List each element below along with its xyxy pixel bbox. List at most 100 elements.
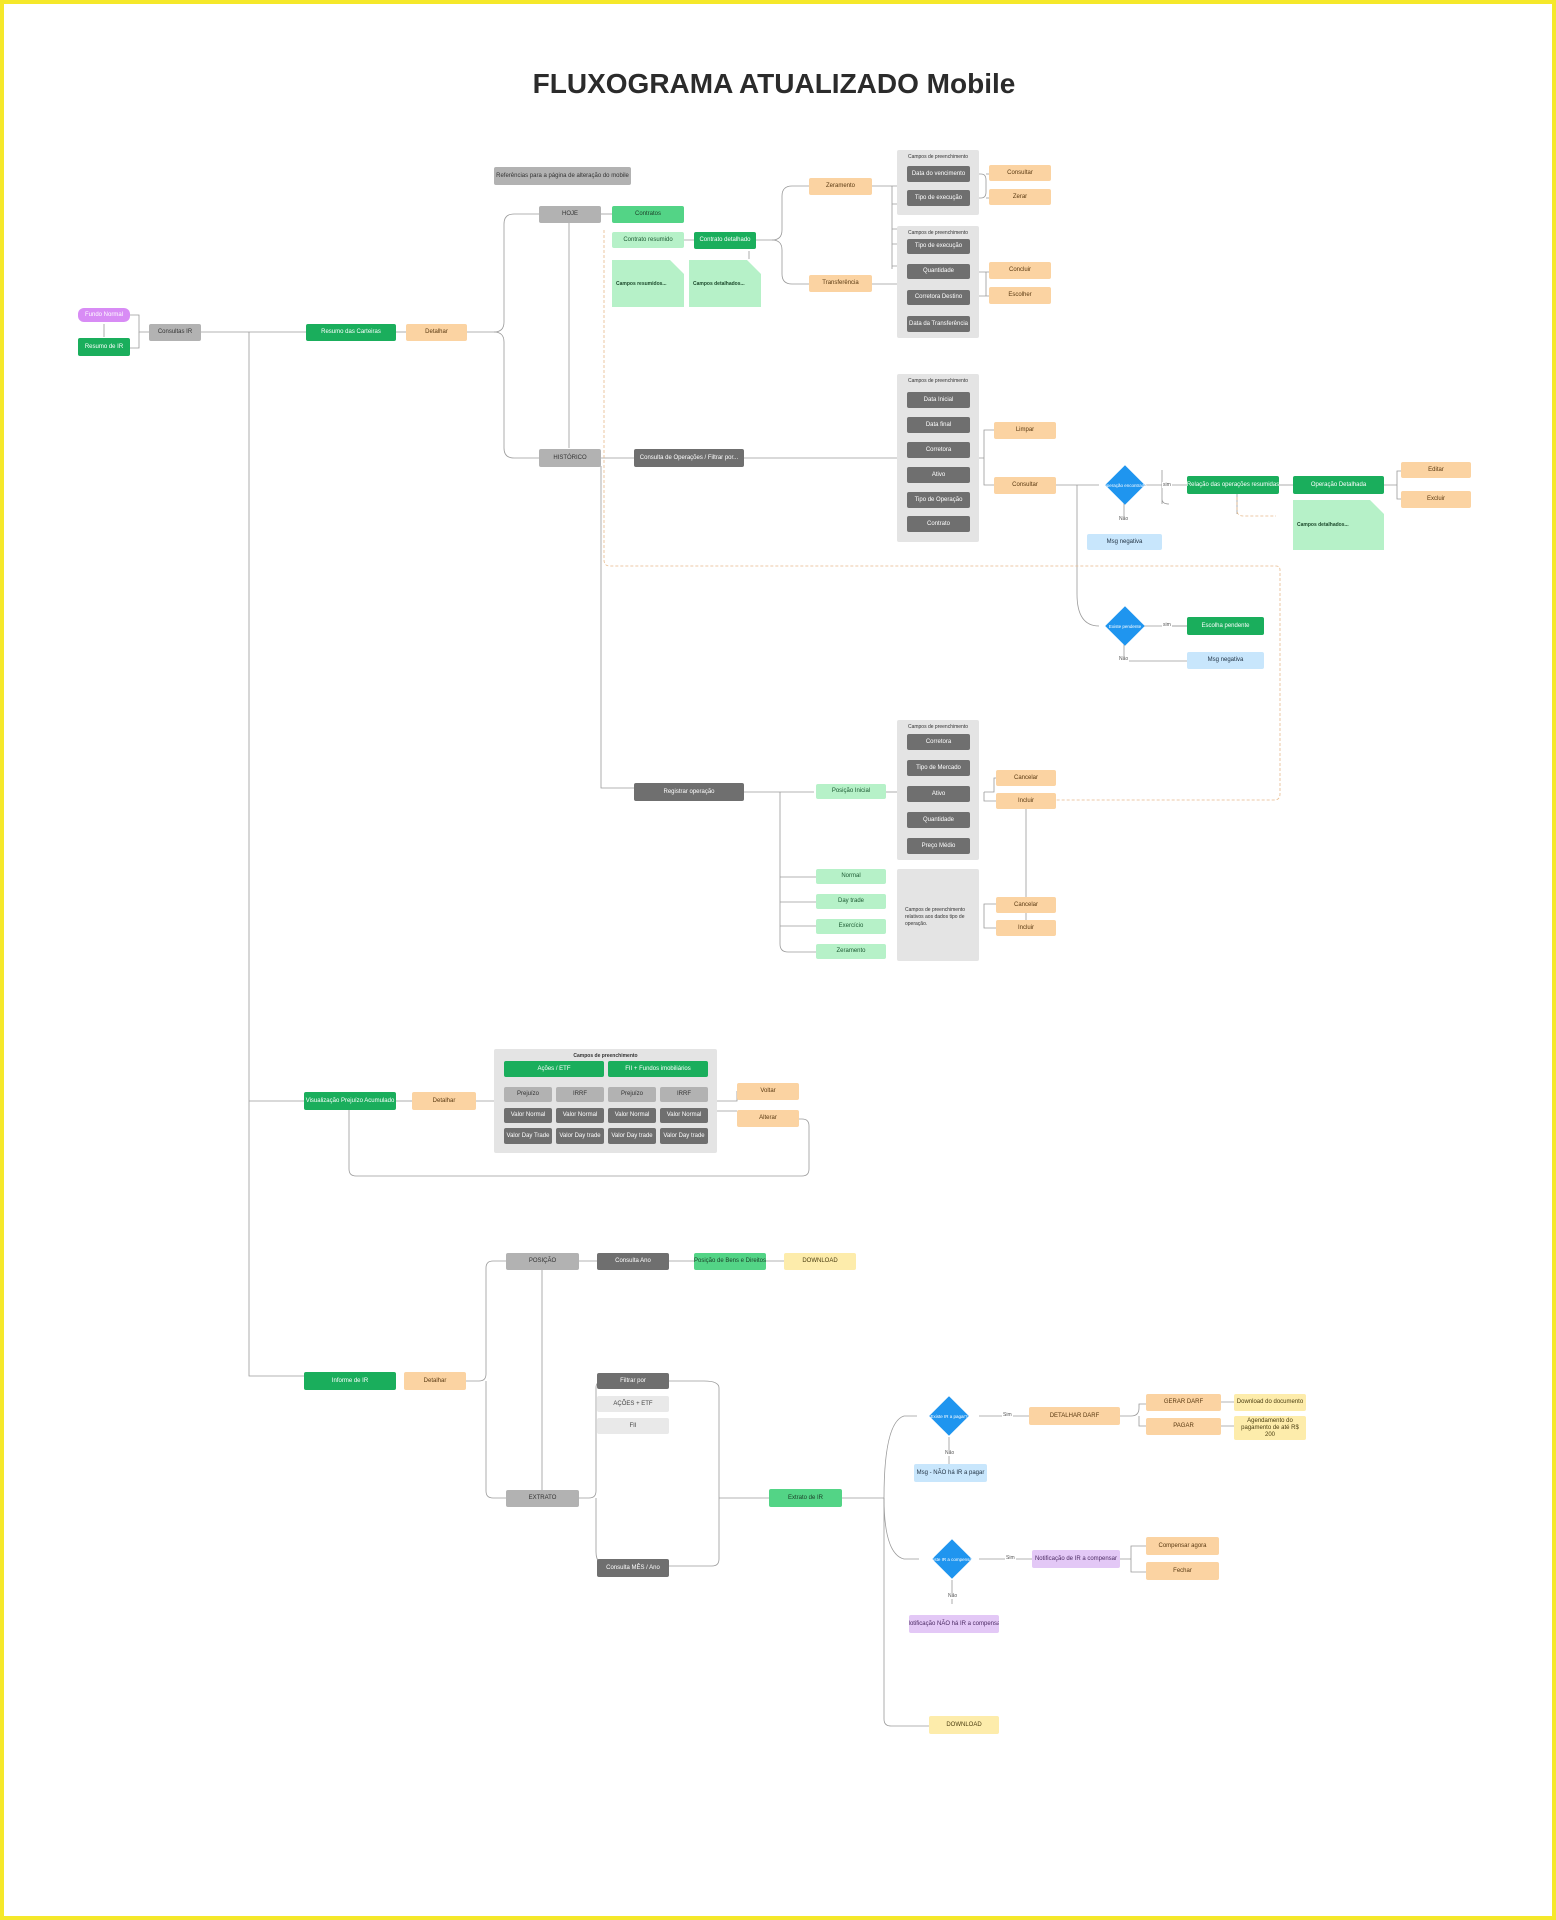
valor-normal-1[interactable]: Valor Normal: [504, 1108, 552, 1123]
edge-label-sim-2: sim: [1162, 622, 1172, 628]
tipo-mercado-field[interactable]: Tipo de Mercado: [907, 760, 970, 776]
corretora-field-2[interactable]: Corretora: [907, 734, 970, 750]
irrf-field-1[interactable]: IRRF: [556, 1087, 604, 1102]
detalhar-button-1[interactable]: Detalhar: [406, 324, 467, 341]
tipo-operacao-field[interactable]: Tipo de Operação: [907, 492, 970, 508]
posicao-tab[interactable]: POSIÇÃO: [506, 1253, 579, 1270]
ativo-field-2[interactable]: Ativo: [907, 786, 970, 802]
zeramento-node-2[interactable]: Zeramento: [816, 944, 886, 959]
contratos-node[interactable]: Contratos: [612, 206, 684, 223]
resumo-ir-node[interactable]: Resumo de IR: [78, 338, 130, 356]
detalhar-darf-node[interactable]: DETALHAR DARF: [1029, 1407, 1120, 1425]
detalhar-button-2[interactable]: Detalhar: [412, 1092, 476, 1110]
fii-option[interactable]: FII: [597, 1418, 669, 1434]
prejuizo-field-1[interactable]: Prejuízo: [504, 1087, 552, 1102]
valor-daytrade-2[interactable]: Valor Day trade: [556, 1128, 604, 1144]
hoje-tab[interactable]: HOJE: [539, 206, 601, 223]
panel-title: Campos de preenchimento: [907, 154, 969, 160]
excluir-button[interactable]: Excluir: [1401, 491, 1471, 508]
acoes-etf-tab[interactable]: Ações / ETF: [504, 1061, 604, 1077]
notificacao-nao-compensar-node[interactable]: Notificação NÃO há IR a compensar: [909, 1615, 999, 1633]
panel-title: Campos de preenchimento: [907, 378, 969, 384]
posicao-inicial-node[interactable]: Posição Inicial: [816, 784, 886, 799]
limpar-button[interactable]: Limpar: [994, 422, 1056, 439]
valor-daytrade-4[interactable]: Valor Day trade: [660, 1128, 708, 1144]
informe-ir-node[interactable]: Informe de IR: [304, 1372, 396, 1390]
exercicio-node[interactable]: Exercício: [816, 919, 886, 934]
tipo-execucao-field[interactable]: Tipo de execução: [907, 190, 970, 206]
valor-daytrade-1[interactable]: Valor Day Trade: [504, 1128, 552, 1144]
corretora-destino-field[interactable]: Corretora Destino: [907, 290, 970, 305]
tipo-execucao-field-2[interactable]: Tipo de execução: [907, 239, 970, 254]
normal-node[interactable]: Normal: [816, 869, 886, 884]
fii-tab[interactable]: FII + Fundos imobiliários: [608, 1061, 708, 1077]
voltar-button[interactable]: Voltar: [737, 1083, 799, 1100]
editar-button[interactable]: Editar: [1401, 462, 1471, 478]
download-button-1[interactable]: DOWNLOAD: [784, 1253, 856, 1270]
quantidade-field-2[interactable]: Quantidade: [907, 812, 970, 828]
concluir-button[interactable]: Concluir: [989, 262, 1051, 279]
zeramento-node[interactable]: Zeramento: [809, 178, 872, 195]
valor-normal-3[interactable]: Valor Normal: [608, 1108, 656, 1123]
contrato-detalhado-node[interactable]: Contrato detalhado: [694, 232, 756, 249]
extrato-ir-node[interactable]: Extrato de IR: [769, 1489, 842, 1507]
valor-daytrade-3[interactable]: Valor Day trade: [608, 1128, 656, 1144]
data-final-field[interactable]: Data final: [907, 417, 970, 433]
zerar-button[interactable]: Zerar: [989, 189, 1051, 205]
cancelar-button-1[interactable]: Cancelar: [996, 770, 1056, 786]
detalhar-button-3[interactable]: Detalhar: [404, 1372, 466, 1390]
campos-detalhados-note-2: Campos detalhados...: [1293, 500, 1384, 550]
fechar-button[interactable]: Fechar: [1146, 1562, 1219, 1580]
prejuizo-field-2[interactable]: Prejuízo: [608, 1087, 656, 1102]
consulta-ano-node[interactable]: Consulta Ano: [597, 1253, 669, 1270]
posicao-bens-node[interactable]: Posição de Bens e Direitos: [694, 1253, 766, 1270]
day-trade-node[interactable]: Day trade: [816, 894, 886, 909]
irrf-field-2[interactable]: IRRF: [660, 1087, 708, 1102]
filtrar-node[interactable]: Filtrar por: [597, 1373, 669, 1389]
ativo-field[interactable]: Ativo: [907, 467, 970, 483]
agendamento-node[interactable]: Agendamento do pagamento de até R$ 200: [1234, 1416, 1306, 1440]
decision-label-3: Existe IR a pagar?: [930, 1413, 968, 1419]
registrar-operacao-node[interactable]: Registrar operação: [634, 783, 744, 801]
consulta-mes-ano-node[interactable]: Consulta MÊS / Ano: [597, 1559, 669, 1577]
contrato-field[interactable]: Contrato: [907, 516, 970, 532]
resumo-carteiras-node[interactable]: Resumo das Carteiras: [306, 324, 396, 341]
consultas-ir-node[interactable]: Consultas IR: [149, 324, 201, 341]
preco-medio-field[interactable]: Preço Médio: [907, 838, 970, 854]
operacao-detalhada-node[interactable]: Operação Detalhada: [1293, 476, 1384, 494]
pagar-button[interactable]: PAGAR: [1146, 1418, 1221, 1435]
data-transferencia-field[interactable]: Data da Transferência: [907, 316, 970, 332]
relacao-operacoes-node[interactable]: Relação das operações resumidas: [1187, 476, 1279, 494]
download-documento-node[interactable]: Download do documento: [1234, 1394, 1306, 1411]
consultar-button-1[interactable]: Consultar: [989, 165, 1051, 181]
cancelar-button-2[interactable]: Cancelar: [996, 897, 1056, 913]
notificacao-compensar-node[interactable]: Notificação de IR a compensar: [1032, 1550, 1120, 1568]
escolha-pendente-node[interactable]: Escolha pendente: [1187, 617, 1264, 635]
consulta-operacoes-node[interactable]: Consulta de Operações / Filtrar por...: [634, 449, 744, 467]
valor-normal-2[interactable]: Valor Normal: [556, 1108, 604, 1123]
incluir-button-2[interactable]: Incluir: [996, 920, 1056, 936]
historico-tab[interactable]: HISTÓRICO: [539, 449, 601, 467]
download-button-2[interactable]: DOWNLOAD: [929, 1716, 999, 1734]
page-title: FLUXOGRAMA ATUALIZADO Mobile: [532, 68, 1016, 99]
quantidade-field[interactable]: Quantidade: [907, 264, 970, 279]
incluir-button-1[interactable]: Incluir: [996, 793, 1056, 809]
prejuizo-panel-title: Campos de preenchimento: [573, 1053, 638, 1059]
data-inicial-field[interactable]: Data Inicial: [907, 392, 970, 408]
data-vencimento-field[interactable]: Data do vencimento: [907, 166, 970, 182]
transferencia-node[interactable]: Transferência: [809, 275, 872, 292]
edge-label-sim-3: Sim: [1002, 1412, 1013, 1418]
start-node[interactable]: Fundo Normal: [78, 308, 130, 322]
valor-normal-4[interactable]: Valor Normal: [660, 1108, 708, 1123]
consultar-button-2[interactable]: Consultar: [994, 477, 1056, 494]
escolher-button[interactable]: Escolher: [989, 287, 1051, 304]
visualizacao-prejuizo-node[interactable]: Visualização Prejuízo Acumulado: [304, 1092, 396, 1110]
corretora-field[interactable]: Corretora: [907, 442, 970, 458]
compensar-agora-button[interactable]: Compensar agora: [1146, 1537, 1219, 1555]
gerar-darf-button[interactable]: GERAR DARF: [1146, 1394, 1221, 1411]
extrato-tab[interactable]: EXTRATO: [506, 1490, 579, 1507]
acoes-etf-option[interactable]: AÇÕES + ETF: [597, 1396, 669, 1412]
contrato-resumido-node[interactable]: Contrato resumido: [612, 232, 684, 248]
alterar-button[interactable]: Alterar: [737, 1110, 799, 1127]
